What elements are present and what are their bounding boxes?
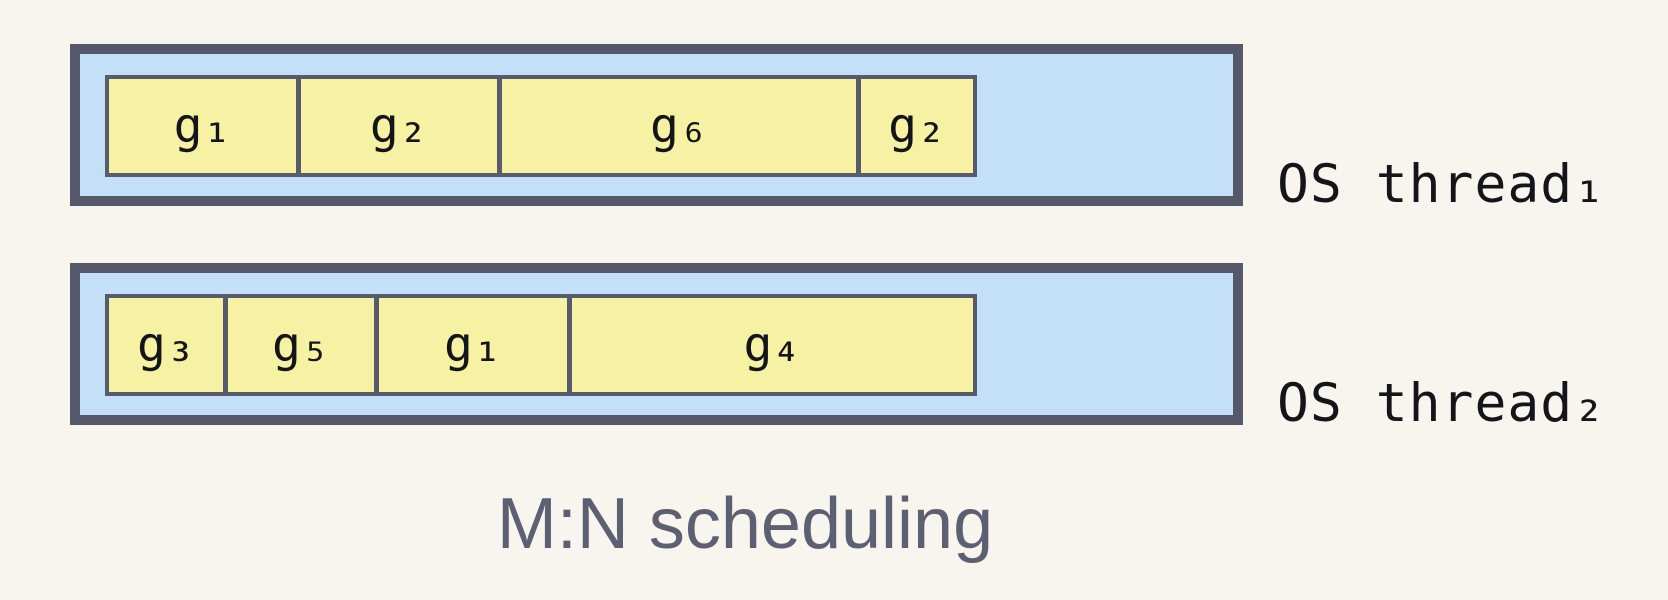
goroutine-segment: g₂ bbox=[300, 79, 502, 173]
os-thread-2-label: OS thread₂ bbox=[1277, 373, 1607, 434]
goroutine-label: g₅ bbox=[272, 317, 330, 373]
goroutine-segment: g₁ bbox=[378, 298, 572, 392]
goroutine-segment: g₁ bbox=[109, 79, 301, 173]
diagram-caption: M:N scheduling bbox=[496, 484, 994, 564]
goroutine-segment: g₆ bbox=[501, 79, 862, 173]
goroutine-track-2: g₃ g₅ g₁ g₄ bbox=[105, 294, 977, 396]
goroutine-segment: g₄ bbox=[571, 298, 973, 392]
goroutine-label: g₁ bbox=[444, 317, 502, 373]
goroutine-label: g₆ bbox=[649, 98, 708, 154]
goroutine-track-1: g₁ g₂ g₆ g₂ bbox=[105, 75, 977, 177]
goroutine-label: g₃ bbox=[137, 317, 195, 373]
goroutine-segment: g₅ bbox=[227, 298, 379, 392]
goroutine-segment: g₃ bbox=[109, 298, 228, 392]
goroutine-segment: g₂ bbox=[861, 79, 974, 173]
os-thread-1-label: OS thread₁ bbox=[1277, 154, 1607, 215]
os-thread-1-bar: g₁ g₂ g₆ g₂ bbox=[70, 44, 1243, 206]
goroutine-label: g₁ bbox=[173, 98, 232, 154]
os-thread-2-bar: g₃ g₅ g₁ g₄ bbox=[70, 263, 1243, 425]
goroutine-label: g₄ bbox=[743, 317, 802, 373]
goroutine-label: g₂ bbox=[369, 98, 428, 154]
goroutine-label: g₂ bbox=[888, 98, 946, 154]
